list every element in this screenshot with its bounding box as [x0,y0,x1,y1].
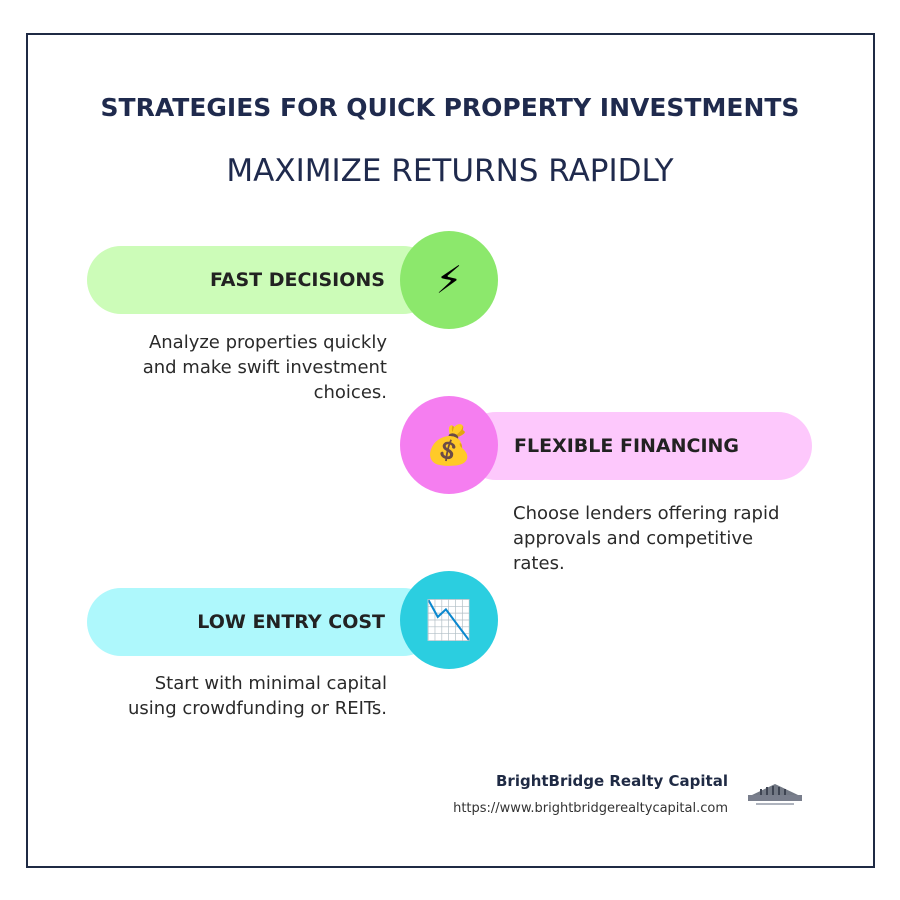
strategy-description-flexible-financing: Choose lenders offering rapid approvals … [513,501,813,576]
description-line: and make swift investment [142,357,387,378]
page-subtitle: MAXIMIZE RETURNS RAPIDLY [226,153,674,189]
company-logo-icon [746,782,804,808]
lightning-icon: ⚡ [435,258,463,302]
strategy-pill-flexible-financing: FLEXIBLE FINANCING [462,412,812,480]
money-bag-icon: 💰 [425,423,473,467]
strategy-circle-fast-decisions: ⚡ [400,231,498,329]
strategy-description-fast-decisions: Analyze properties quickly and make swif… [87,330,387,405]
description-line: Analyze properties quickly [148,332,387,353]
company-name: BrightBridge Realty Capital [495,772,728,790]
description-line: choices. [313,382,387,403]
strategy-title: FLEXIBLE FINANCING [514,435,740,457]
strategy-circle-low-entry-cost: 📉 [400,571,498,669]
chart-decreasing-icon: 📉 [425,598,473,642]
strategy-pill-fast-decisions: FAST DECISIONS [87,246,437,314]
description-line: approvals and competitive [513,528,754,549]
strategy-title: LOW ENTRY COST [197,611,385,633]
strategy-title: FAST DECISIONS [209,269,385,291]
page-title: STRATEGIES FOR QUICK PROPERTY INVESTMENT… [100,93,800,122]
company-url[interactable]: https://www.brightbridgerealtycapital.co… [453,801,728,816]
description-line: rates. [513,553,565,574]
strategy-circle-flexible-financing: 💰 [400,396,498,494]
description-line: Choose lenders offering rapid [513,503,780,524]
strategy-pill-low-entry-cost: LOW ENTRY COST [87,588,437,656]
strategy-description-low-entry-cost: Start with minimal capital using crowdfu… [87,671,387,721]
description-line: using crowdfunding or REITs. [128,698,387,719]
description-line: Start with minimal capital [154,673,387,694]
